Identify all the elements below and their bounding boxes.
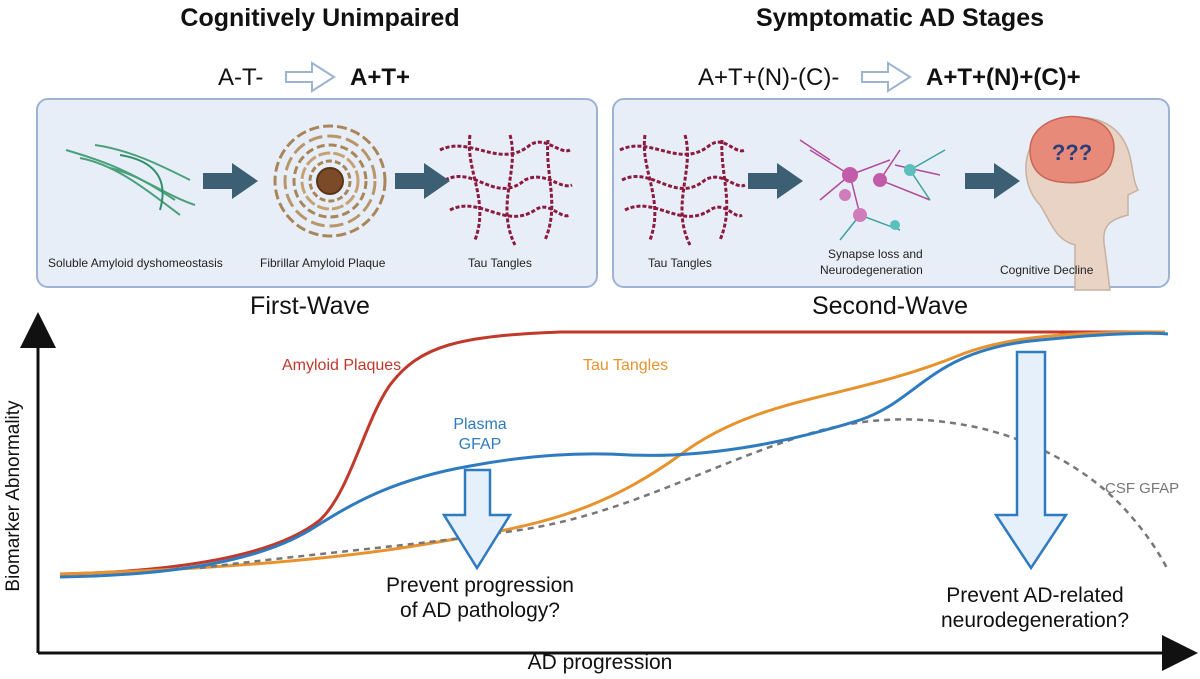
second-wave-label: Second-Wave [811,292,969,320]
first-wave-label: First-Wave [250,292,370,320]
x-axis-label: AD progression [527,651,673,674]
question-first-line1: Prevent progression [386,574,574,597]
question-second: Prevent AD-related neurodegeneration? [900,583,1170,633]
y-axis-label: Biomarker Abnormality [3,400,24,592]
formula-right-to: A+T+(N)+(C)+ [926,64,1081,91]
formula-left-from: A-T- [218,64,264,91]
formula-right-from: A+T+(N)-(C)- [698,64,840,91]
plasma-gfap-label-line1: Plasma [453,416,507,433]
question-second-line1: Prevent AD-related [946,584,1124,607]
amyloid-plaque-icon [273,124,387,238]
flow-arrow-4 [965,163,1020,199]
csf-gfap-label: CSF GFAP [1105,480,1180,497]
tau-tangles-icon-second [619,134,746,246]
callout-arrow-first [441,468,513,571]
caption-tau-tangles-second: Tau Tangles [648,256,712,270]
amyloid-curve-label: Amyloid Plaques [282,357,402,374]
tau-curve [59,330,1166,576]
soluble-amyloid-icon [65,144,196,216]
caption-cognitive-decline: Cognitive Decline [1000,263,1094,277]
flow-arrow-2 [395,163,450,199]
caption-synapse-loss: Synapse loss and [828,247,923,261]
tau-tangles-icon-first [439,134,573,246]
formula-left-to: A+T+ [350,64,411,91]
first-wave-panel [36,98,598,288]
plasma-gfap-label-line2: GFAP [458,436,502,453]
heading-symptomatic-ad-stages: Symptomatic AD Stages [755,4,1045,32]
tau-curve-label: Tau Tangles [583,357,669,374]
formula-transition-arrow-right [861,61,912,93]
neurons-icon [799,139,946,241]
flow-arrow-1 [203,163,258,199]
flow-arrow-3 [748,163,803,199]
amyloid-curve [59,330,1165,576]
caption-tau-tangles-first: Tau Tangles [468,256,532,270]
question-first-line2: of AD pathology? [400,599,560,622]
callout-arrow-second [993,350,1069,571]
caption-neurodegeneration: Neurodegeneration [820,263,923,277]
csf-gfap-curve [199,418,1170,571]
plasma-gfap-curve [59,331,1169,579]
head-brain-icon [1025,115,1140,291]
caption-soluble-amyloid: Soluble Amyloid dyshomeostasis [48,256,223,270]
question-first: Prevent progression of AD pathology? [345,573,615,623]
formula-transition-arrow-left [285,61,336,93]
question-second-line2: neurodegeneration? [941,609,1129,632]
heading-cognitively-unimpaired: Cognitively Unimpaired [180,4,460,32]
caption-fibrillar-plaque: Fibrillar Amyloid Plaque [260,256,386,270]
brain-question-marks: ??? [1052,140,1092,165]
